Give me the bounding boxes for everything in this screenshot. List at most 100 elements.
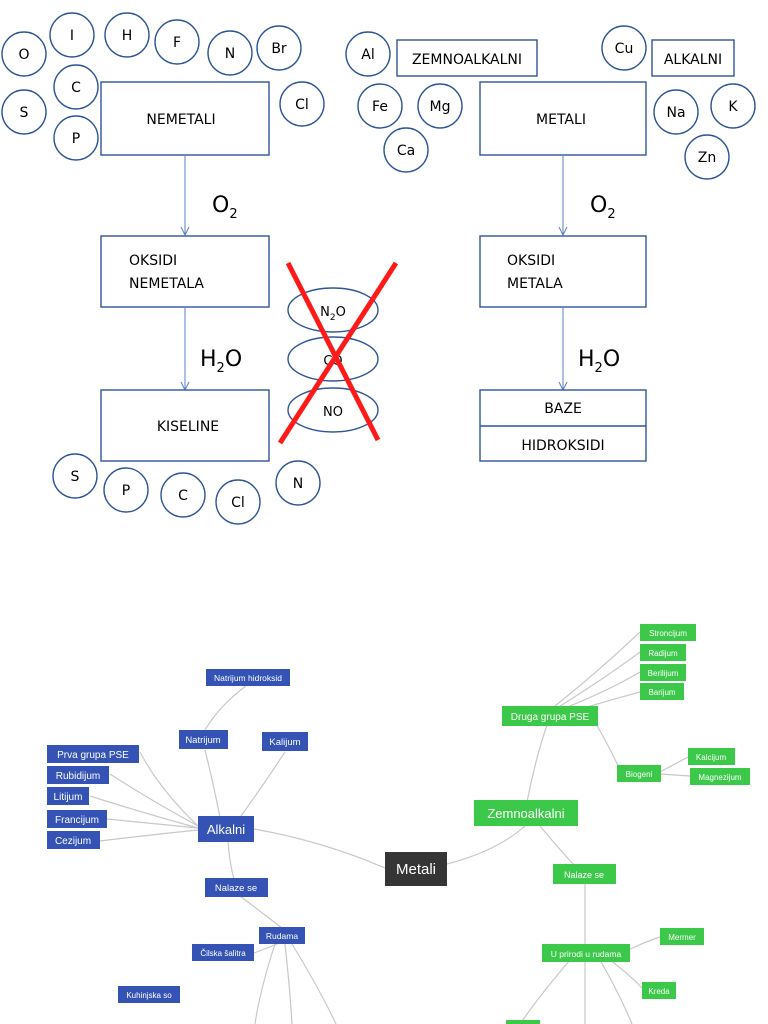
oxide-label: NO — [323, 405, 343, 420]
mindmap-node-label: Biogeni — [626, 770, 653, 779]
mindmap-node-label: Barijum — [648, 688, 675, 697]
metali-box — [479, 81, 647, 156]
mindmap-node-label: Litijum — [54, 792, 83, 803]
o2-label: O2 — [590, 193, 616, 222]
mindmap-node-label: Nalaze se — [564, 870, 604, 880]
mindmap-node-rudama — [259, 927, 305, 944]
red-cross-line — [285, 261, 381, 442]
oksidi-nemetala-label-2: NEMETALA — [129, 276, 204, 292]
mindmap-node-stroncijum — [640, 624, 696, 641]
element-label: I — [70, 28, 74, 44]
connector — [559, 651, 641, 707]
element-label: S — [71, 469, 80, 485]
connector — [599, 959, 633, 1024]
element-label: Br — [271, 41, 287, 57]
mindmap-node-label: Natrijum — [185, 735, 220, 746]
alkalni-box — [651, 39, 735, 77]
red-cross-line — [277, 261, 399, 445]
mindmap-node-kreda — [642, 982, 676, 999]
connector — [237, 751, 286, 821]
element-label: F — [173, 35, 181, 51]
connector — [239, 895, 283, 929]
o2-label: O2 — [212, 193, 238, 222]
connector — [204, 685, 247, 731]
mindmap: Metali Alkalni Natrijum hidroksid Natrij… — [47, 624, 750, 1024]
mindmap-node-prva-grupa — [47, 745, 139, 763]
connector — [109, 773, 199, 827]
element-circle-p — [53, 115, 99, 161]
connector — [284, 943, 293, 1024]
element-circle-br — [256, 25, 302, 71]
connector — [539, 825, 576, 867]
alkalni-label: ALKALNI — [664, 52, 722, 68]
element-circle-mg — [417, 83, 463, 129]
element-label: Cl — [295, 97, 309, 113]
connector — [254, 943, 276, 1024]
connector — [446, 823, 528, 865]
mindmap-node-radijum — [640, 644, 686, 661]
element-label: Cl — [231, 495, 245, 511]
mindmap-node-kalcijum — [688, 748, 735, 765]
mindmap-node-cut-off — [506, 1020, 540, 1024]
nemetali-box — [100, 81, 270, 156]
mindmap-center-label: Metali — [396, 861, 436, 878]
mindmap-node-magnezijum — [690, 768, 750, 785]
zemnoalkalni-label: ZEMNOALKALNI — [412, 52, 522, 68]
mindmap-node-natrijum — [179, 730, 228, 749]
mindmap-node-cezijum — [47, 831, 100, 849]
element-label: N — [225, 46, 235, 62]
mindmap-node-label: Magnezijum — [698, 773, 741, 782]
connector — [627, 936, 661, 951]
mindmap-node-label: Cezijum — [55, 836, 91, 847]
element-circle-n — [275, 460, 321, 506]
mindmap-node-francijum — [47, 810, 107, 828]
connector — [99, 829, 199, 842]
mindmap-node-metali — [385, 852, 447, 886]
connector — [526, 721, 549, 803]
mindmap-node-nalaze-se-alkalni — [205, 878, 268, 897]
mindmap-node-label: Prva grupa PSE — [57, 750, 129, 761]
element-circle-i — [49, 12, 95, 58]
element-circle-cl — [215, 479, 261, 525]
metali-label: METALI — [536, 112, 586, 128]
connector — [247, 827, 386, 869]
connector — [106, 818, 199, 829]
h2o-label: H2O — [200, 347, 242, 376]
mindmap-node-label: Druga grupa PSE — [511, 712, 590, 723]
kiseline-box — [100, 389, 270, 462]
mindmap-node-label: Stroncijum — [649, 629, 687, 638]
element-circle-cl — [279, 81, 325, 127]
element-circle-p — [103, 467, 149, 513]
element-label: Fe — [372, 99, 388, 115]
connector — [564, 671, 641, 709]
mindmap-node-label: Francijum — [55, 815, 99, 826]
arrow-head — [558, 226, 568, 237]
mindmap-node-label: Mermer — [668, 933, 696, 942]
connector — [89, 795, 199, 829]
mindmap-node-label: Čilska šalitra — [200, 949, 246, 958]
mindmap-node-kuhinjska-so — [118, 986, 180, 1003]
mindmap-node-label: Kalijum — [269, 737, 300, 748]
element-circle-cu — [601, 25, 647, 71]
metali-section: Al ZEMNOALKALNI Fe Mg Ca Cu ALKALNI META… — [345, 25, 756, 462]
mindmap-node-label: Zemnoalkalni — [487, 806, 564, 821]
connector — [609, 959, 643, 989]
element-label: Ca — [397, 143, 415, 159]
oksidi-metala-label-2: METALA — [507, 276, 563, 292]
mindmap-node-natrijum-hidroksid — [206, 669, 290, 686]
connector — [291, 943, 337, 1024]
mindmap-node-label: Rubidijum — [56, 771, 100, 782]
element-circle-na — [653, 89, 699, 135]
element-circle-al — [345, 31, 391, 77]
element-circle-c — [160, 472, 206, 518]
element-label: P — [72, 131, 80, 147]
mindmap-node-litijum — [47, 787, 89, 805]
mindmap-node-zemnoalkalni — [474, 800, 578, 826]
element-circle-fe — [357, 83, 403, 129]
mindmap-node-berilijum — [640, 664, 686, 681]
element-label: Al — [361, 47, 374, 63]
nemetali-section: O I H F N Br C S P Cl NEMETALI O2 OKSIDI… — [1, 12, 325, 525]
element-circle-s — [52, 453, 98, 499]
connector — [227, 841, 235, 880]
